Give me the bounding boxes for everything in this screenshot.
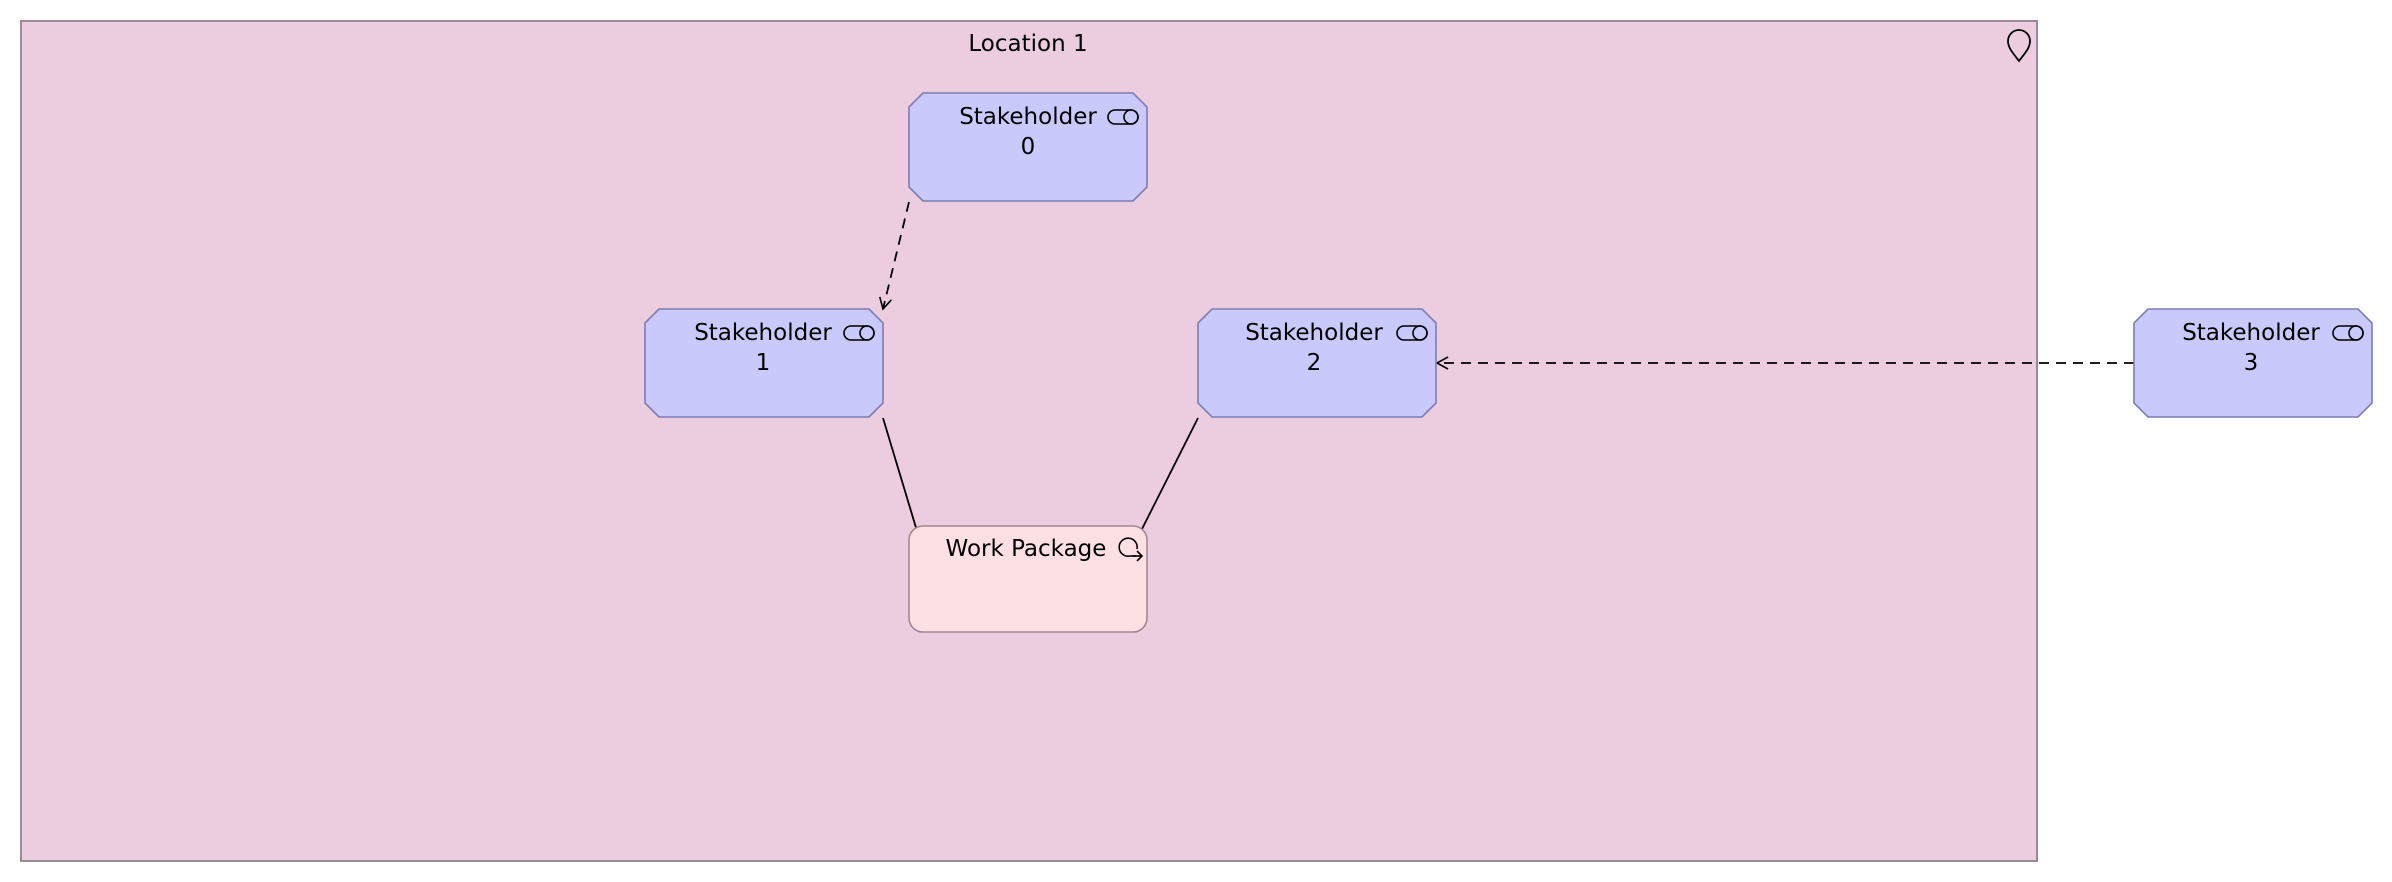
stakeholder-label-line1: Stakeholder xyxy=(2182,320,2320,346)
stakeholder-0[interactable]: Stakeholder 0 xyxy=(908,92,1148,202)
work-package-label: Work Package xyxy=(946,536,1107,562)
stakeholder-icon xyxy=(2332,325,2364,341)
connections xyxy=(878,201,2134,532)
stakeholder-label-line2: 0 xyxy=(1021,134,1036,160)
stakeholder-label-line2: 1 xyxy=(756,350,771,376)
stakeholder-shape[interactable] xyxy=(2133,308,2373,418)
stakeholder-label-line2: 2 xyxy=(1307,350,1322,376)
stakeholder-label-line1: Stakeholder xyxy=(959,104,1097,130)
location-pin-icon xyxy=(2007,29,2031,63)
stakeholder-shape[interactable] xyxy=(908,92,1148,202)
stakeholder-label-line1: Stakeholder xyxy=(694,320,832,346)
connection-s1-wp[interactable] xyxy=(882,417,918,532)
location-title: Location 1 xyxy=(968,31,1087,57)
stakeholder-icon xyxy=(1107,109,1139,125)
work-package-icon xyxy=(1118,537,1144,562)
stakeholder-icon xyxy=(1396,325,1428,341)
stakeholder-shape[interactable] xyxy=(1197,308,1437,418)
work-package[interactable]: Work Package xyxy=(908,525,1148,633)
stakeholder-label-line1: Stakeholder xyxy=(1245,320,1383,346)
stakeholder-label-line2: 3 xyxy=(2244,350,2259,376)
connection-s0-s1[interactable] xyxy=(878,201,910,311)
stakeholder-3[interactable]: Stakeholder 3 xyxy=(2133,308,2373,418)
connection-s2-wp[interactable] xyxy=(1140,417,1199,532)
stakeholder-1[interactable]: Stakeholder 1 xyxy=(644,308,884,418)
work-package-shape[interactable] xyxy=(908,525,1148,633)
stakeholder-shape[interactable] xyxy=(644,308,884,418)
stakeholder-icon xyxy=(843,325,875,341)
stakeholder-2[interactable]: Stakeholder 2 xyxy=(1197,308,1437,418)
